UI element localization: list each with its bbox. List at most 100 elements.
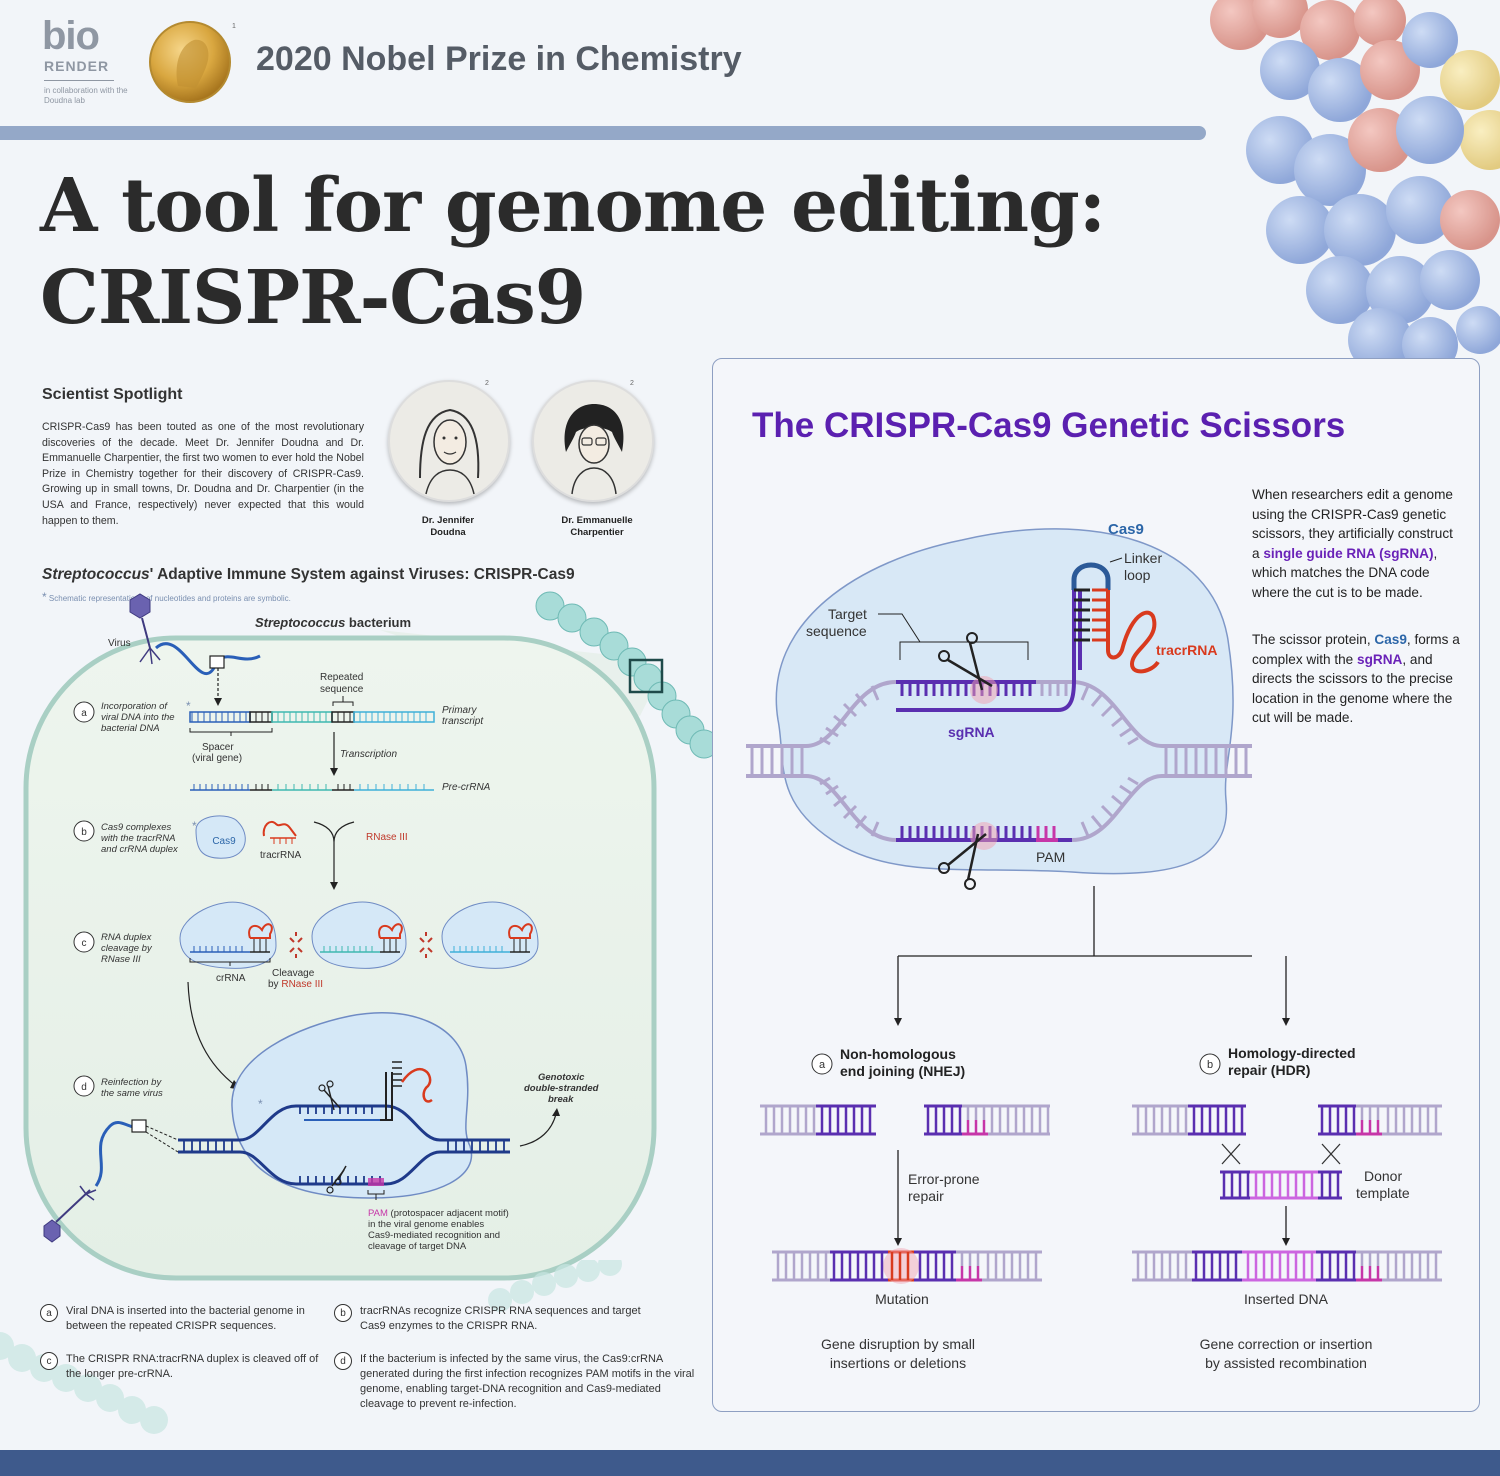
bacterium-label-italic: Streptococcus [255,615,345,630]
reinfecting-virus-icon [43,1119,179,1243]
legend-letter-c: c [40,1352,58,1370]
logo-divider [44,80,114,81]
svg-text:a: a [81,708,87,719]
legend-text-a: Viral DNA is inserted into the bacterial… [66,1305,305,1332]
tracrrna-icon [262,820,297,844]
legend-item-a: a Viral DNA is inserted into the bacteri… [40,1304,330,1334]
charpentier-footnote-ref: 2 [630,380,634,387]
main-title: A tool for genome editing: CRISPR-Cas9 [40,160,1106,344]
legend-letter-b: b [334,1304,352,1322]
doudna-footnote-ref: 2 [485,380,489,387]
hdr-inserted-dna [1132,1250,1442,1282]
medal-footnote-ref: 1 [232,23,236,30]
desc2-text-2: , forms a complex with the [1252,632,1460,667]
tracrrna-label: tracrRNA [1156,642,1217,658]
desc1-text-1: When researchers edit a genome using the… [1252,487,1453,561]
sgrna-label: sgRNA [948,724,995,740]
doudna-name-line-1: Dr. Jennifer [421,515,475,526]
desc2-text-1: The scissor protein, [1252,632,1375,647]
target-sequence-label-1: Target [828,606,867,622]
nhej-step-label-1: Error-prone [908,1171,980,1187]
primary-transcript-strand [189,711,435,723]
linker-loop-label-2: loop [1124,567,1151,583]
header-divider-bar [0,126,1206,140]
header-title: 2020 Nobel Prize in Chemistry [256,40,742,78]
step-c-label-2: cleavage by [101,943,153,954]
protein-structure-illustration [1210,0,1500,373]
hdr-broken-dna-right [1318,1104,1442,1136]
scissors-icon-top [938,632,993,691]
step-b-label-2: with the tracrRNA [101,833,175,844]
desc2-text-3: , and directs the scissors to the precis… [1252,651,1453,726]
bacterium-diagram: Streptococcus bacterium Virus a Incorpor… [23,591,712,1281]
linker-loop-label-1: Linker [1124,550,1162,566]
nobel-medal-icon: 1 [149,21,236,103]
genotoxic-label-3: break [548,1094,574,1105]
step-d-label-1: Reinfection by [101,1077,162,1088]
hdr-broken-dna-left [1132,1104,1246,1136]
pam-description-line-1: PAM (protospacer adjacent motif) [368,1208,509,1219]
cleavage-label-1: Cleavage [272,968,315,979]
genetic-scissors-title: The CRISPR-Cas9 Genetic Scissors [752,406,1346,445]
cas9-protein-bubble [775,528,1234,875]
rnase3-label-b: RNase III [366,832,408,843]
svg-text:b: b [81,827,87,838]
schematic-note-star: * [42,590,47,604]
desc2-cas9-bold: Cas9 [1374,632,1407,647]
nhej-result-label: Mutation [875,1291,929,1307]
recombination-crosses [1221,1143,1341,1165]
footer-bar [0,1450,1500,1476]
cas9-label: Cas9 [1108,521,1144,538]
cas9-complex-2 [311,901,407,969]
desc1-text-2: , which matches the DNA code where the c… [1252,545,1438,600]
charpentier-name: Dr. Emmanuelle Charpentier [527,515,667,539]
step-a-label-2: viral DNA into the [101,712,175,723]
nhej-outcome-2: insertions or deletions [830,1355,966,1371]
charpentier-name-line-2: Charpentier [570,527,624,538]
biorender-logo: bio [42,14,100,58]
pre-crrna-label: Pre-crRNA [442,782,491,793]
bacterium-label: Streptococcus bacterium [255,615,411,630]
virus-label: Virus [108,638,131,649]
primary-transcript-label-2: transcript [442,716,484,727]
spacer-label-1: Spacer [202,742,234,753]
step-c-label-3: RNase III [101,954,141,965]
repeated-sequence-label-2: sequence [320,684,364,695]
desc1-sgrna-bold: single guide RNA (sgRNA) [1263,545,1434,561]
nhej-title-1: Non-homologous [840,1046,956,1062]
virus-icon [129,593,261,676]
tracrrna-label-b: tracrRNA [260,850,301,861]
cas9-complex-3 [441,901,539,969]
viral-dna-double-strand [178,1061,510,1186]
pam-label: PAM [1036,849,1065,865]
legend-item-d: d If the bacterium is infected by the sa… [334,1352,704,1412]
charpentier-sketch-icon [564,404,624,495]
biorender-logo-subtext: RENDER [44,58,110,74]
portrait-charpentier [532,380,654,502]
transcription-label: Transcription [340,749,397,760]
svg-text:d: d [81,1082,87,1093]
primary-transcript-label-1: Primary [442,705,477,716]
repeated-sequence-label-1: Repeated [320,672,363,683]
nhej-broken-dna-left [760,1104,876,1136]
pam-desc-3: Cas9-mediated recognition and [368,1230,500,1241]
step-d-label-2: the same virus [101,1088,163,1099]
scissors-icon-bottom [938,833,987,890]
legend-item-c: c The CRISPR RNA:tracrRNA duplex is clea… [40,1352,330,1382]
step-c-label-1: RNA duplex [101,932,153,943]
cleavage-by: by [268,979,281,990]
genotoxic-label-1: Genotoxic [538,1072,585,1083]
legend-item-b: b tracrRNAs recognize CRISPR RNA sequenc… [334,1304,674,1334]
nhej-letter: a [819,1059,826,1071]
pam-label-d: PAM [368,1208,388,1219]
main-title-line-1: A tool for genome editing: [40,163,1106,249]
step-b-label-3: and crRNA duplex [101,844,179,855]
spotlight-heading: Scientist Spotlight [42,386,183,403]
legend-letter-d: d [334,1352,352,1370]
repair-pathways-diagram: a Non-homologous end joining (NHEJ) Erro… [760,956,1442,1371]
nhej-step-label-2: repair [908,1188,944,1204]
desc2-sgrna-bold: sgRNA [1357,651,1403,667]
step-b-label-1: Cas9 complexes [101,822,171,833]
step-a-label-3: bacterial DNA [101,723,160,734]
bacterium-label-rest: bacterium [345,615,411,630]
